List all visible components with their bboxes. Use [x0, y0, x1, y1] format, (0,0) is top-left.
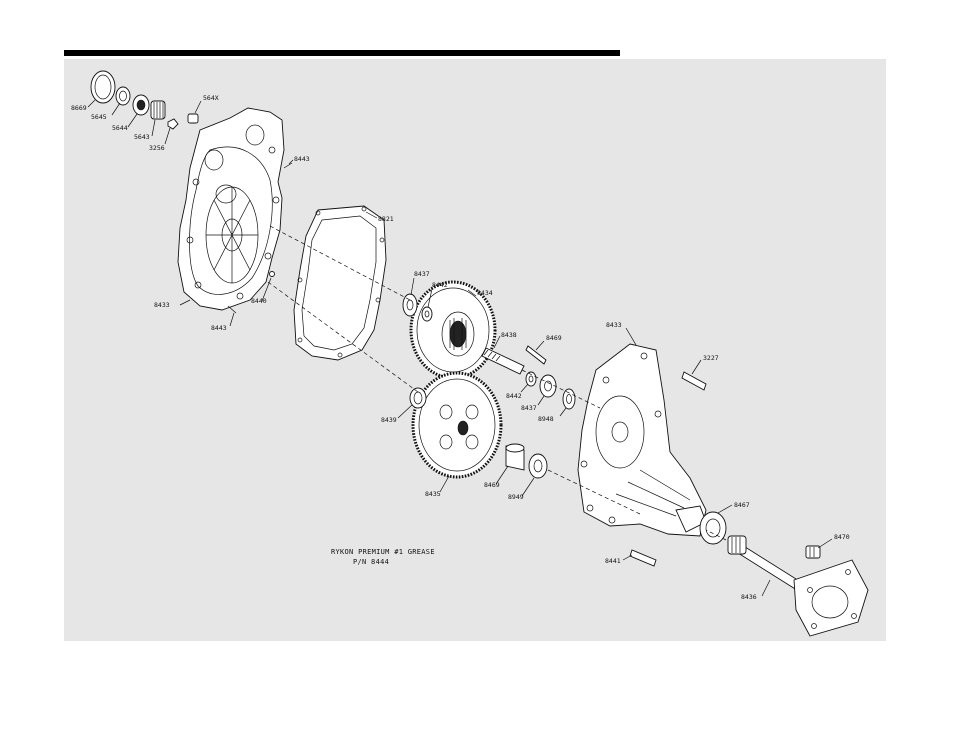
- leader-lines: [87, 99, 833, 597]
- part-5644-bearing: [132, 94, 150, 116]
- label-8436: 8436: [741, 593, 757, 601]
- label-8442-top: 8442: [432, 281, 448, 289]
- label-8669: 8669: [71, 104, 87, 112]
- part-8434-gear: [409, 280, 497, 380]
- part-8443-screw-top: [283, 162, 293, 169]
- label-8467: 8467: [734, 501, 750, 509]
- part-8439-bushing: [409, 387, 427, 409]
- label-8434: 8434: [477, 289, 493, 297]
- part-5643-needle-bearing: [150, 100, 166, 120]
- label-8442-mid: 8442: [506, 392, 522, 400]
- header-rule: [64, 50, 620, 56]
- part-8469-pin-top: [525, 345, 547, 365]
- label-8440: 8440: [251, 297, 267, 305]
- label-8439: 8439: [381, 416, 397, 424]
- label-8438: 8438: [501, 331, 517, 339]
- part-8436-output-shaft: [727, 535, 869, 637]
- label-8443-top: 8443: [294, 155, 310, 163]
- label-8441: 8441: [605, 557, 621, 565]
- part-8443-screw-bottom: [227, 305, 237, 314]
- label-8470: 8470: [834, 533, 850, 541]
- label-8433-left: 8433: [154, 301, 170, 309]
- label-5644: 5644: [112, 124, 128, 132]
- part-8437-bearing-mid: [539, 374, 557, 398]
- part-labels: 8669 5645 5644 5643 3256 564X 8443 8433 …: [71, 94, 850, 601]
- label-5643: 5643: [134, 133, 150, 141]
- label-8435: 8435: [425, 490, 441, 498]
- label-8469-bottom: 8469: [484, 481, 500, 489]
- part-8469-bushing-bottom: [505, 443, 525, 471]
- part-8433-right-housing: [577, 343, 707, 537]
- part-3256-clip: [167, 118, 179, 130]
- label-8437-mid: 8437: [521, 404, 537, 412]
- part-5645-seal: [115, 86, 131, 106]
- part-8669-gasket-ring: [90, 70, 116, 104]
- part-8467-bearing: [699, 511, 727, 545]
- part-8442-washer-top: [421, 306, 433, 322]
- label-3256: 3256: [149, 144, 165, 152]
- part-8948-bearing: [562, 388, 576, 410]
- part-564x-pin: [187, 113, 199, 124]
- label-8437-top: 8437: [414, 270, 430, 278]
- grease-note-line-1: RYKON PREMIUM #1 GREASE: [331, 548, 435, 556]
- label-5645: 5645: [91, 113, 107, 121]
- label-8443-bottom: 8443: [211, 324, 227, 332]
- part-8821-gasket: [293, 205, 387, 361]
- assembly-centerlines: [267, 225, 727, 541]
- part-8441-bolt: [629, 549, 657, 567]
- grease-note-line-2: P/N 8444: [353, 558, 389, 566]
- label-8821: 8821: [378, 215, 394, 223]
- part-8435-gear: [411, 371, 503, 479]
- part-3227-bolt: [681, 371, 707, 391]
- label-8948: 8948: [538, 415, 554, 423]
- grease-note: RYKON PREMIUM #1 GREASE P/N 8444: [331, 548, 435, 566]
- label-3227: 3227: [703, 354, 719, 362]
- part-8433-left-housing: [177, 107, 285, 311]
- label-8949: 8949: [508, 493, 524, 501]
- label-8433-right: 8433: [606, 321, 622, 329]
- part-8949-bearing: [528, 453, 548, 479]
- part-8470-plug: [805, 545, 821, 559]
- label-8469-top: 8469: [546, 334, 562, 342]
- part-8442-washer-mid: [525, 371, 537, 387]
- label-564x: 564X: [203, 94, 219, 102]
- part-8438-shaft: [481, 347, 525, 375]
- part-8440-pin: [269, 271, 275, 277]
- part-8437-bearing-top: [402, 293, 418, 317]
